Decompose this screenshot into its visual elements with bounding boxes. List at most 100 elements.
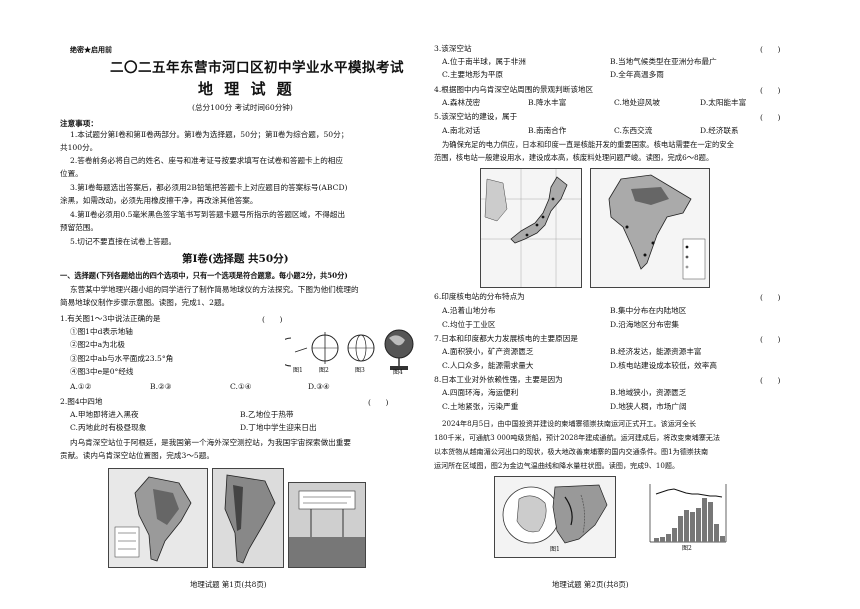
answer-bracket: ( ) [760, 293, 781, 302]
q3-choice-c: C.主要地形为平原 [442, 70, 504, 79]
q3-choice-a: A.位于南半球，属于非洲 [442, 57, 526, 66]
q5-choice-c: C.东西交流 [614, 126, 653, 135]
answer-bracket: ( ) [760, 376, 781, 385]
japan-map [480, 168, 582, 288]
phnom-penh-climate-graphic [649, 484, 727, 543]
question-8-stem: 8.日本工业对外依赖性强，主要是因为 [434, 375, 563, 384]
q3-choice-b: B.当地气候类型在亚洲分布最广 [610, 57, 717, 66]
q1-statement: ④图3中e是0°经线 [70, 367, 134, 376]
q3-choice-d: D.全年高温多雨 [610, 70, 664, 79]
deep-space-station-photo [288, 482, 366, 568]
q2-choice-d: D.丁地中学生迎来日出 [240, 423, 317, 432]
q7-choice-b: B.经济发达，能源资源丰富 [610, 347, 702, 356]
q5-choice-b: B.南南合作 [528, 126, 567, 135]
q8-choice-c: C.土地紧张，污染严重 [442, 402, 519, 411]
figure-label: 图2 [682, 545, 692, 552]
passage-para: 为确保充足的电力供应，日本和印度一直是核能开发的重要国家。核电站需要在一定的安全 [442, 140, 734, 149]
question-1-stem: 1.有关图1～3中说法正确的是 [60, 314, 161, 323]
q1-statement: ①图1中d表示地轴 [70, 327, 133, 336]
subject-title: 地 理 试 题 [198, 80, 295, 98]
q2-choice-a: A.甲地即将进入黑夜 [70, 410, 139, 419]
mc-intro: 一、选择题(下列各题给出的四个选项中，只有一个选项是符合题意。每小题2分，共50… [60, 271, 348, 280]
passage-para: 2024年8月5日，由中国投资并建设的柬埔寨德崇扶南运河正式开工。该运河全长 [442, 419, 697, 428]
answer-bracket: ( ) [760, 45, 781, 54]
figure-label: 图1 [550, 546, 560, 553]
score-line: (总分100分 考试时间60分钟) [192, 103, 293, 112]
q5-choice-d: D.经济联系 [700, 126, 739, 135]
passage-para: 以本货物从越南湄公河出口的现状，极大地改善柬埔寨的国内交通条件。图1为德崇扶南 [434, 447, 709, 456]
passage-para: 180千米，可通航3 000吨级货船，预计2028年建成通航。运河建成后，将改变… [434, 433, 720, 442]
part-title: 第Ⅰ卷(选择题 共50分) [182, 253, 289, 265]
passage-para: 贡献。读内乌肯深空站位置图，完成3～5题。 [60, 451, 214, 460]
cambodia-canal-map: 图1 [494, 476, 616, 558]
notice-line: 3.第Ⅰ卷每题选出答案后，都必须用2B铅笔把答题卡上对应题目的答案标号(ABCD… [70, 183, 348, 192]
q6-choice-a: A.沿着山地分布 [442, 306, 496, 315]
mc-para: 东营某中学地理兴趣小组的同学进行了制作简易地球仪的方法探究。下图为他们梳理的 [70, 285, 359, 294]
page-footer: 地理试题 第2页(共8页) [552, 580, 629, 589]
q4-choice-d: D.太阳能丰富 [700, 98, 747, 107]
question-7-stem: 7.日本和印度都大力发展核电的主要原因是 [434, 334, 578, 343]
answer-bracket: ( ) [760, 86, 781, 95]
q1-statement: ③图2中ab与水平面成23.5°角 [70, 354, 174, 363]
india-map-graphic [591, 169, 709, 287]
south-america-map-1 [108, 468, 208, 568]
secret-label: 绝密★启用前 [70, 45, 112, 54]
figure-label: 图2 [319, 367, 329, 374]
q6-choice-b: B.集中分布在内陆地区 [610, 306, 687, 315]
q1-choice-c: C.①④ [230, 382, 252, 391]
q6-choice-c: C.均位于工业区 [442, 320, 496, 329]
notice-line: 涂黑，如需改动，必须先用橡皮擦干净，再改涂其他答案。 [60, 196, 258, 205]
answer-bracket: ( ) [760, 335, 781, 344]
q7-choice-d: D.核电站建设成本较低，效率高 [610, 361, 717, 370]
question-6-stem: 6.印度核电站的分布特点为 [434, 292, 525, 301]
south-america-map-2 [212, 468, 284, 568]
q1-choice-d: D.③④ [308, 382, 330, 391]
page-footer: 地理试题 第1页(共8页) [190, 580, 267, 589]
notice-heading: 注意事项： [60, 119, 98, 128]
notice-line: 4.第Ⅱ卷必须用0.5毫米黑色签字笔书写到答题卡题号所指示的答题区域，不得超出 [70, 210, 346, 219]
q1-choice-a: A.①② [70, 382, 92, 391]
india-map [590, 168, 710, 288]
q8-choice-a: A.四面环海，海运便利 [442, 388, 519, 397]
globe-steps-figure: 图1 图2 图3 图4 [276, 318, 420, 376]
notice-line: 1.本试题分第Ⅰ卷和第Ⅱ卷两部分。第Ⅰ卷为选择题，50分；第Ⅱ卷为综合题，50分… [70, 130, 349, 139]
notice-line: 5.切记不要直接在试卷上答题。 [70, 237, 176, 246]
japan-map-graphic [481, 169, 581, 287]
question-4-stem: 4.根据图中内乌肯深空站周围的景观判断该地区 [434, 85, 594, 94]
figure-label: 图4 [393, 369, 403, 376]
q2-choice-c: C.丙地此时有极昼现象 [70, 423, 147, 432]
q5-choice-a: A.南北对话 [442, 126, 481, 135]
q4-choice-c: C.地处迎风坡 [614, 98, 660, 107]
q7-choice-c: C.人口众多，能源需求量大 [442, 361, 534, 370]
mc-para: 简易地球仪制作步骤示意图。读图，完成1、2题。 [60, 298, 230, 307]
station-landscape-graphic [289, 483, 365, 567]
q6-choice-d: D.沿海地区分布密集 [610, 320, 679, 329]
answer-bracket: ( ) [368, 398, 389, 407]
q4-choice-b: B.降水丰富 [528, 98, 567, 107]
q1-statement: ②图2中a为北极 [70, 340, 125, 349]
figure-label: 图3 [355, 367, 365, 374]
q4-choice-a: A.森林茂密 [442, 98, 481, 107]
q7-choice-a: A.面积狭小，矿产资源匮乏 [442, 347, 534, 356]
notice-line: 2.答卷前务必将自己的姓名、座号和准考证号按要求填写在试卷和答题卡上的相应 [70, 156, 344, 165]
climate-chart: 图2 [632, 476, 740, 556]
figure-label: 图1 [293, 367, 303, 374]
question-5-stem: 5.该深空站的建设，属于 [434, 112, 518, 121]
notice-line: 预留范围。 [60, 223, 98, 232]
question-3-stem: 3.该深空站 [434, 44, 472, 53]
notice-line: 共100分。 [60, 143, 98, 152]
globe-steps-illustration [276, 329, 414, 370]
answer-bracket: ( ) [760, 113, 781, 122]
passage-para: 内乌肯深空站位于阿根廷，是我国第一个海外深空测控站，为我国宇宙探索做出重要 [70, 438, 351, 447]
canal-region-graphic [495, 477, 615, 557]
passage-para: 运河所在区域图，图2为金边气温曲线和降水量柱状图。读图，完成9、10题。 [434, 461, 680, 470]
exam-title: 二〇二五年东营市河口区初中学业水平模拟考试 [110, 60, 404, 76]
q2-choice-b: B.乙地位于热带 [240, 410, 294, 419]
q8-choice-d: D.地狭人稠，市场广阔 [610, 402, 687, 411]
q8-choice-b: B.地域狭小，资源匮乏 [610, 388, 687, 397]
south-america-relief-graphic [213, 469, 283, 567]
notice-line: 位置。 [60, 169, 83, 178]
south-america-map-graphic [109, 469, 207, 567]
passage-para: 范围，核电站一般建设用水，建设成本高，核废料处理问题严峻。读图，完成6～8题。 [434, 153, 714, 162]
